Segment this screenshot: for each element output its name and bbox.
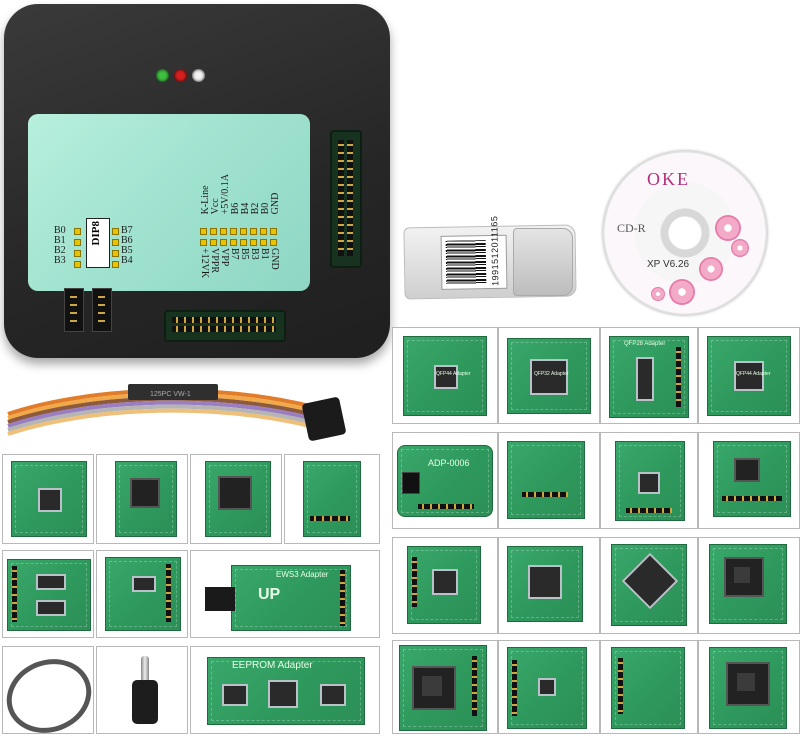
adapter-qfp44-tile: QFP44 Adapter bbox=[392, 327, 498, 424]
adapter-adp0006-tile: ADP-0006 bbox=[392, 432, 498, 529]
usb-dongle-cap bbox=[513, 228, 573, 296]
pin-label-b4: B4 bbox=[121, 255, 133, 266]
dip8-label: DIP8 bbox=[90, 221, 102, 246]
qfp-label: QFP32 Adapter bbox=[534, 371, 569, 377]
adapter-tile-r2c3 bbox=[600, 432, 698, 529]
green-led-icon bbox=[156, 69, 169, 82]
adapter-qfp32-tile: QFP32 Adapter bbox=[498, 327, 600, 424]
flower-icon bbox=[669, 279, 695, 305]
top-label-b0: B0 bbox=[260, 202, 271, 215]
adapter-tile-r3c1 bbox=[392, 537, 498, 634]
ews3-connector bbox=[205, 587, 235, 611]
bottom-label-b7: B7 bbox=[229, 248, 240, 260]
bottom-label-gnd: GND bbox=[269, 248, 280, 270]
bottom-label-b5: B5 bbox=[239, 248, 250, 260]
flower-icon bbox=[699, 257, 723, 281]
adapter-tile-a3 bbox=[190, 454, 282, 544]
ribbon-cable: 125PC VW-1 bbox=[7, 384, 311, 436]
eeprom-label: EEPROM Adapter bbox=[232, 660, 313, 671]
jumper-header-right bbox=[92, 288, 112, 332]
cable-label: 125PC VW-1 bbox=[150, 391, 191, 398]
pin-label-b1: B1 bbox=[54, 235, 66, 246]
qfp-label: QFP44 Adapter bbox=[436, 371, 471, 377]
programmer-label-panel: B0 B1 B2 B3 DIP8 B7 B6 B5 B4 K-Line Vcc … bbox=[28, 114, 310, 291]
flower-icon bbox=[731, 239, 749, 257]
red-led-icon bbox=[174, 69, 187, 82]
adapter-tile-r3c2 bbox=[498, 537, 600, 634]
top-label-b6: B6 bbox=[230, 202, 241, 215]
bottom-pin-connector bbox=[164, 310, 286, 342]
ews3-label: EWS3 Adapter bbox=[276, 570, 329, 579]
pin-label-b5: B5 bbox=[121, 245, 133, 256]
top-label-b4: B4 bbox=[240, 202, 251, 215]
adapter-tile-a1 bbox=[2, 454, 94, 544]
dongle-serial: 1991512011165 bbox=[489, 215, 501, 286]
pin-label-b3: B3 bbox=[54, 255, 66, 266]
barcode-sticker: 1991512011165 bbox=[440, 215, 508, 290]
adapter-ews3-tile: EWS3 Adapter UP bbox=[190, 550, 380, 638]
adapter-tile-r2c2 bbox=[498, 432, 600, 529]
flower-icon bbox=[715, 215, 741, 241]
adapter-tile-r4c3 bbox=[600, 640, 698, 734]
pin-label-b0: B0 bbox=[54, 225, 66, 236]
adapter-tile-r4c1 bbox=[392, 640, 498, 734]
pin-label-b6: B6 bbox=[121, 235, 133, 246]
qfp-label: QFP44 Adapter bbox=[736, 371, 771, 377]
bottom-label-b1: B1 bbox=[259, 248, 270, 260]
top-label-5v: +5V/0.1A bbox=[220, 174, 231, 215]
qfp-label: QFP28 Adapter bbox=[624, 341, 666, 347]
bottom-label-b3: B3 bbox=[249, 248, 260, 260]
adapter-tile-a4 bbox=[284, 454, 380, 544]
bottom-label-vppr: VPPR bbox=[209, 248, 220, 274]
adapter-tile-b2 bbox=[96, 550, 188, 638]
pin-label-b7: B7 bbox=[121, 225, 133, 236]
adapter-qfp44b-tile: QFP44 Adapter bbox=[698, 327, 800, 424]
bottom-label-vpp: VPP bbox=[219, 248, 230, 267]
white-led-icon bbox=[192, 69, 205, 82]
dip8-socket: DIP8 bbox=[86, 218, 110, 268]
top-label-kline: K-Line bbox=[200, 185, 211, 215]
adapter-tile-r3c3 bbox=[600, 537, 698, 634]
cd-version: XP V6.26 bbox=[647, 259, 690, 270]
pin-label-b2: B2 bbox=[54, 245, 66, 256]
adapter-tile-r4c4 bbox=[698, 640, 800, 734]
top-label-gnd: GND bbox=[270, 192, 281, 215]
adapter-tile-r2c4 bbox=[698, 432, 800, 529]
adapter-tile-b1 bbox=[2, 550, 94, 638]
bottom-label-12vk: +12VK bbox=[199, 248, 210, 279]
top-label-b2: B2 bbox=[250, 202, 261, 215]
barrel-plug-tip bbox=[141, 656, 149, 682]
adapter-tile-r3c4 bbox=[698, 537, 800, 634]
cd-brand: OKE bbox=[647, 169, 690, 189]
adapter-tile-a2 bbox=[96, 454, 188, 544]
usb-cable-tile bbox=[2, 646, 94, 734]
flower-icon bbox=[651, 287, 665, 301]
side-pin-connector bbox=[330, 130, 362, 268]
cd-type: CD-R bbox=[617, 221, 646, 235]
jumper-header-left bbox=[64, 288, 84, 332]
up-label: UP bbox=[258, 586, 281, 603]
top-label-vcc: Vcc bbox=[210, 198, 221, 215]
adapter-qfp28-tile: QFP28 Adapter bbox=[600, 327, 698, 424]
cable-connector bbox=[301, 396, 347, 442]
adapter-eeprom-tile: EEPROM Adapter bbox=[190, 646, 380, 734]
software-cd: OKE CD-R XP V6.26 bbox=[603, 151, 767, 315]
programmer-device: B0 B1 B2 B3 DIP8 B7 B6 B5 B4 K-Line Vcc … bbox=[4, 4, 390, 358]
adapter-tile-r4c2 bbox=[498, 640, 600, 734]
barrel-plug bbox=[132, 680, 158, 724]
adp-label: ADP-0006 bbox=[428, 458, 470, 468]
